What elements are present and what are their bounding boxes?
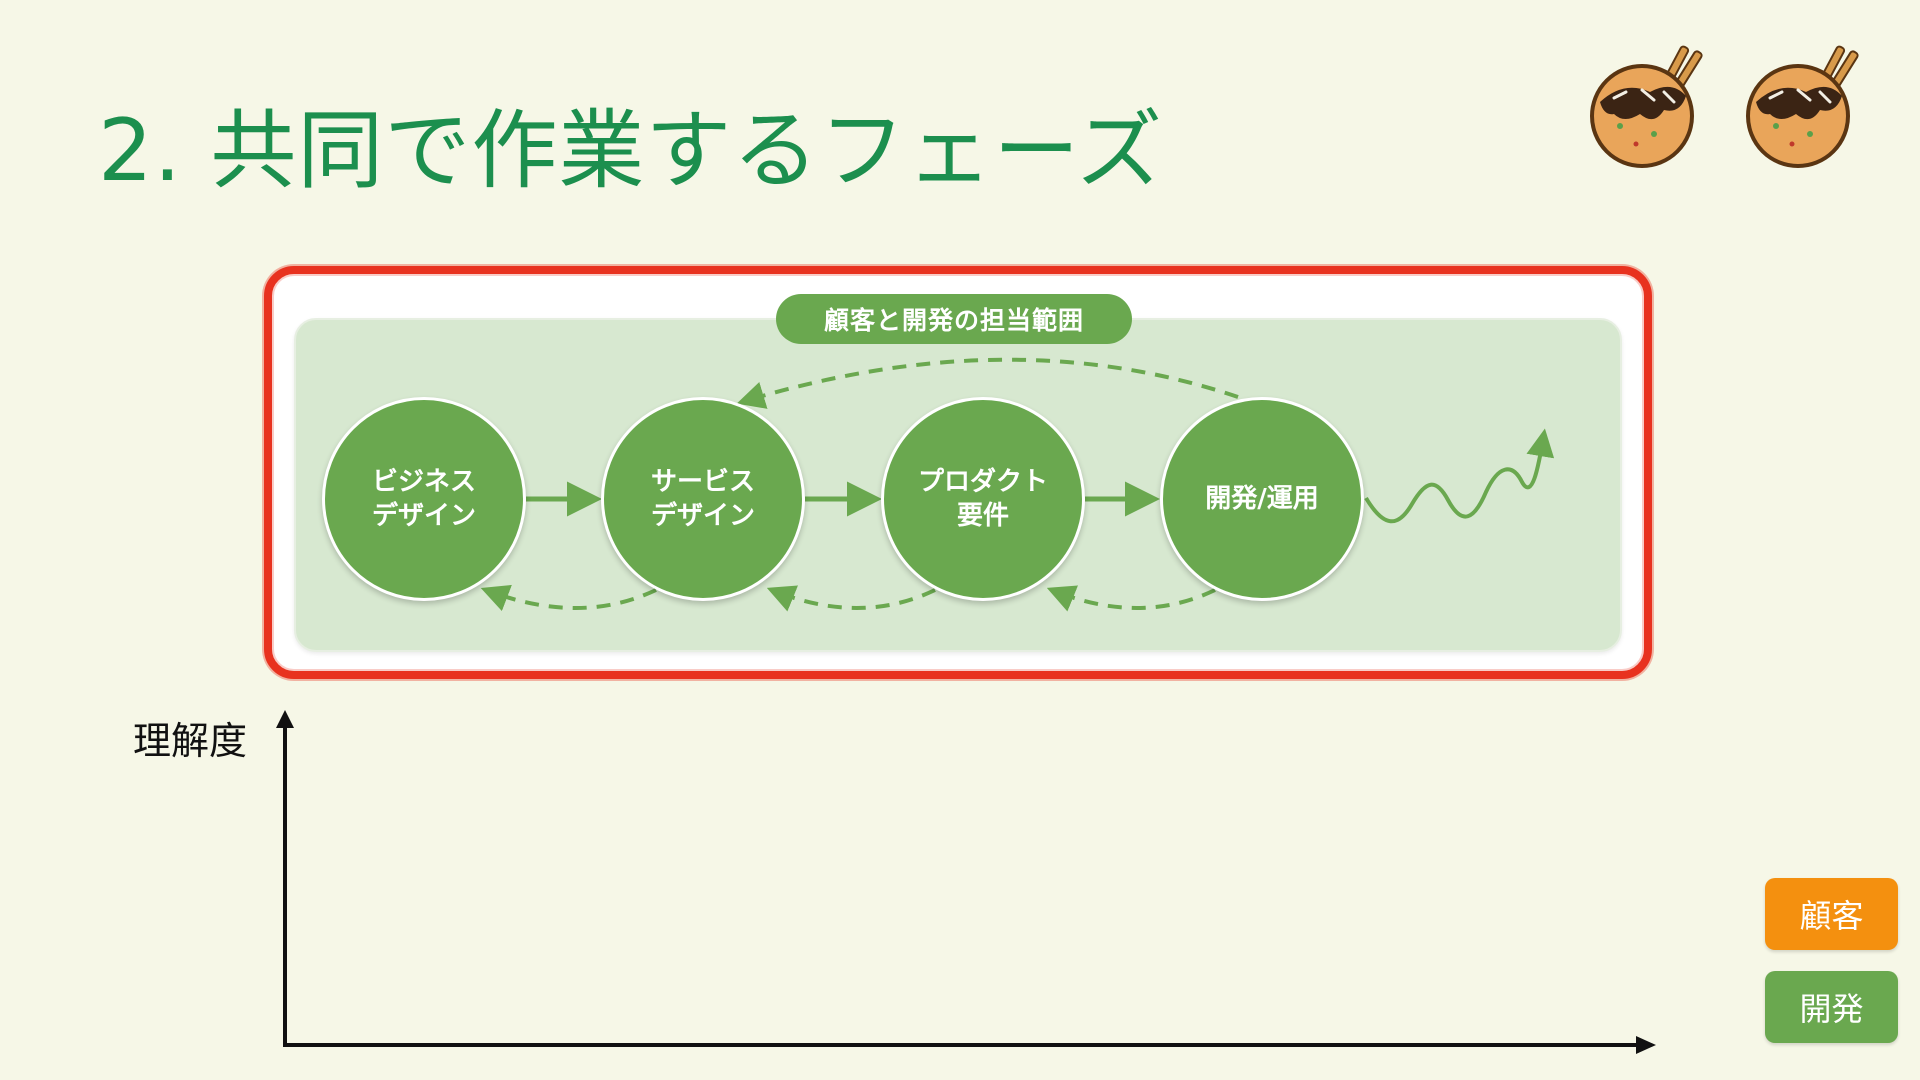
takoyaki-mascot-icon xyxy=(1746,45,1859,168)
slide-title: 2. 共同で作業するフェーズ xyxy=(98,101,1164,201)
phase-product-requirements: プロダクト 要件 xyxy=(881,397,1085,601)
phase-label: 開発/運用 xyxy=(1205,484,1319,514)
phase-business-design: ビジネス デザイン xyxy=(322,397,526,601)
x-axis-arrowhead xyxy=(1636,1036,1656,1054)
phase-development-operations: 開発/運用 xyxy=(1160,397,1364,601)
phase-label: デザイン xyxy=(371,501,476,531)
phase-label: サービス xyxy=(650,467,755,497)
phase-service-design: サービス デザイン xyxy=(601,397,805,601)
phase-label: ビジネス xyxy=(371,467,476,497)
understanding-axes xyxy=(283,716,1640,1047)
y-axis-arrowhead xyxy=(276,710,294,728)
scope-label: 顧客と開発の担当範囲 xyxy=(776,294,1132,344)
legend-customer: 顧客 xyxy=(1765,878,1898,950)
legend-development: 開発 xyxy=(1765,971,1898,1043)
takoyaki-mascot-icon xyxy=(1590,45,1703,168)
y-axis-label: 理解度 xyxy=(133,719,248,763)
phase-label: 要件 xyxy=(956,501,1009,531)
phase-label: デザイン xyxy=(650,501,755,531)
phase-label: プロダクト xyxy=(917,467,1048,497)
